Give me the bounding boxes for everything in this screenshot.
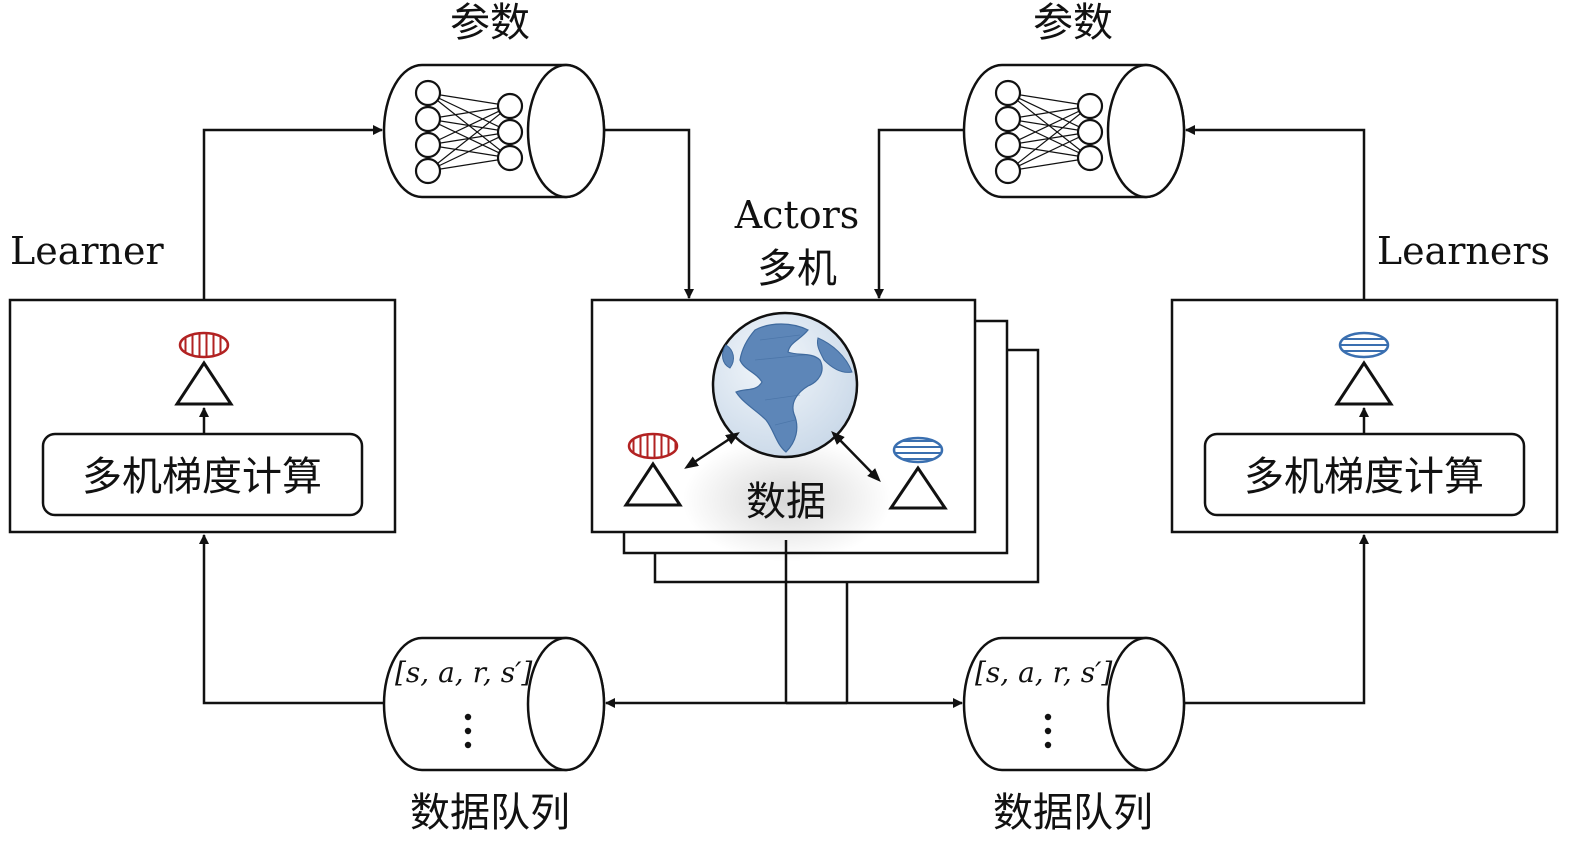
neural-network-icon bbox=[994, 79, 1104, 185]
vertical-ellipsis-icon bbox=[1044, 713, 1052, 749]
actors-label: Actors bbox=[734, 193, 860, 237]
learner-to-params-left-arrow bbox=[202, 125, 383, 300]
queue-to-learner-left-arrow bbox=[199, 534, 384, 705]
red-policy-icon bbox=[174, 331, 234, 406]
params-left-label: 参数 bbox=[450, 0, 530, 46]
neural-network-icon bbox=[414, 79, 524, 185]
grad-left-box bbox=[41, 432, 364, 517]
globe-icon bbox=[711, 311, 859, 459]
learner-to-params-right-arrow bbox=[1185, 125, 1366, 300]
blue-policy-icon bbox=[1334, 331, 1394, 406]
learner-right-label: Learners bbox=[1377, 229, 1550, 273]
actor-data-label: 数据 bbox=[746, 479, 826, 525]
queue-right-tuple: [s, a, r, s′] bbox=[975, 656, 1112, 689]
grad-right-box bbox=[1203, 432, 1526, 517]
env-interaction-arrow-right bbox=[831, 430, 881, 483]
queue-left-cylinder bbox=[382, 636, 606, 772]
queue-right-cylinder bbox=[962, 636, 1186, 772]
blue-policy-icon bbox=[888, 436, 948, 510]
queue-left-label: 数据队列 bbox=[410, 790, 570, 836]
queue-to-learner-right-arrow bbox=[1184, 534, 1369, 705]
grad-left-label: 多机梯度计算 bbox=[82, 454, 322, 500]
queue-left-tuple: [s, a, r, s′] bbox=[395, 656, 532, 689]
queue-right-label: 数据队列 bbox=[993, 790, 1153, 836]
env-interaction-arrow-left bbox=[684, 432, 740, 469]
grad-right-label: 多机梯度计算 bbox=[1244, 454, 1484, 500]
params-right-label: 参数 bbox=[1033, 0, 1113, 46]
params-to-actors-left-arrow bbox=[604, 128, 694, 299]
actors-multi-label: 多机 bbox=[757, 246, 837, 292]
params-to-actors-right-arrow bbox=[874, 128, 964, 299]
vertical-ellipsis-icon bbox=[464, 713, 472, 749]
learner-left-label: Learner bbox=[10, 229, 165, 273]
red-policy-icon bbox=[623, 432, 683, 507]
